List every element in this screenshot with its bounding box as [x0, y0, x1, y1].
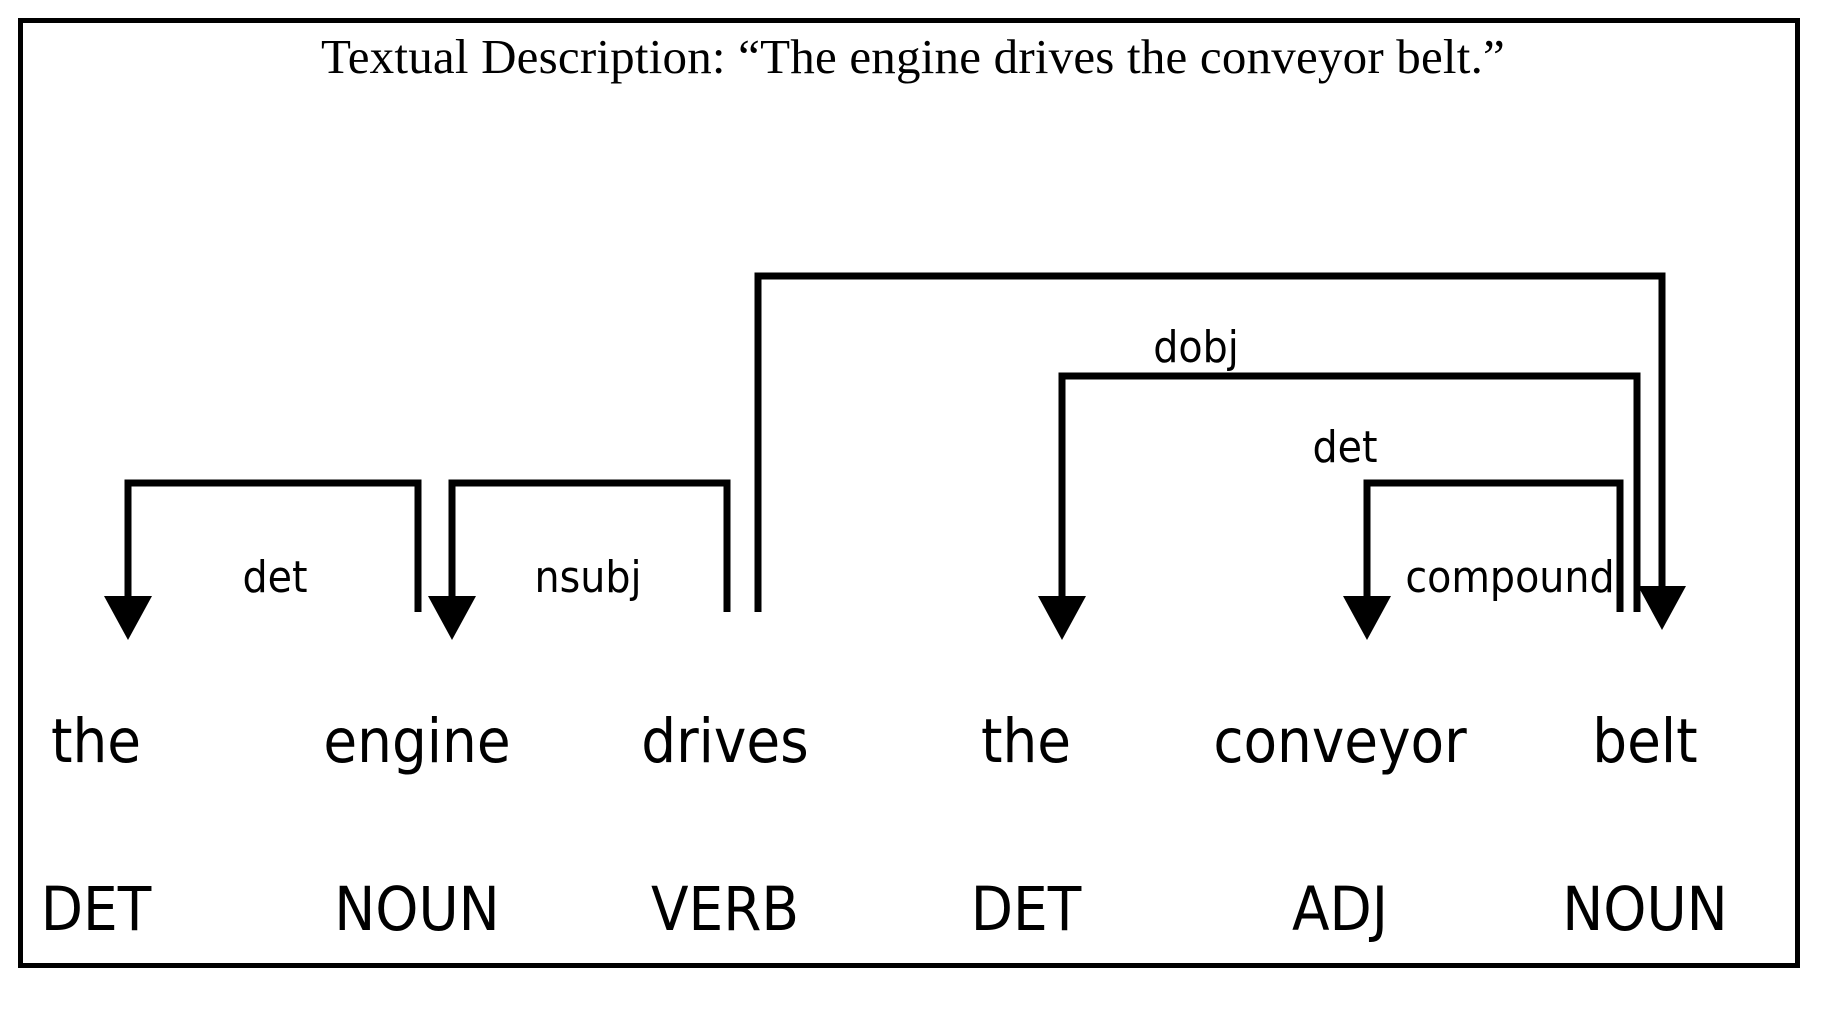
arc-nsubj-bracket [448, 479, 731, 612]
pos-tag-3: DET [971, 874, 1082, 945]
arc-dobj-arrowhead [1038, 596, 1086, 640]
word-token-3: the [981, 706, 1071, 777]
pos-tag-5: NOUN [1562, 874, 1727, 945]
arc-label-det-right: det [1312, 422, 1377, 473]
arc-dobj: dobj [1038, 322, 1641, 640]
pos-tag-2: VERB [651, 874, 799, 945]
word-token-1: engine [323, 706, 510, 777]
pos-tag-4: ADJ [1292, 874, 1388, 945]
arc-compound-arrowhead [1343, 596, 1391, 640]
word-row: the engine drives the conveyor belt [51, 706, 1698, 777]
arc-compound: compound [1343, 479, 1624, 640]
page-title: Textual Description: “The engine drives … [321, 29, 1505, 84]
arc-nsubj-arrowhead [428, 596, 476, 640]
arc-root-dobj-bracket [754, 272, 1666, 612]
arc-det-left: det [104, 479, 422, 640]
pos-row: DET NOUN VERB DET ADJ NOUN [41, 874, 1728, 945]
figure-border [18, 18, 1800, 968]
pos-tag-1: NOUN [334, 874, 499, 945]
arc-nsubj: nsubj [428, 479, 731, 640]
pos-tag-0: DET [41, 874, 152, 945]
arc-det-right: det [1312, 422, 1377, 473]
word-token-4: conveyor [1213, 706, 1467, 777]
arc-label-dobj: dobj [1153, 322, 1239, 373]
arc-dobj-bracket [1058, 372, 1641, 612]
word-token-2: drives [641, 706, 808, 777]
arc-det-left-bracket [124, 479, 422, 612]
arc-label-nsubj: nsubj [535, 552, 642, 603]
arc-label-compound: compound [1405, 552, 1614, 603]
arc-det-left-arrowhead [104, 596, 152, 640]
word-token-0: the [51, 706, 141, 777]
word-token-5: belt [1592, 706, 1697, 777]
arc-root-dobj [754, 272, 1686, 630]
arc-root-dobj-arrowhead [1638, 586, 1686, 630]
arc-compound-bracket [1363, 479, 1624, 612]
arc-label-det-left: det [242, 552, 307, 603]
